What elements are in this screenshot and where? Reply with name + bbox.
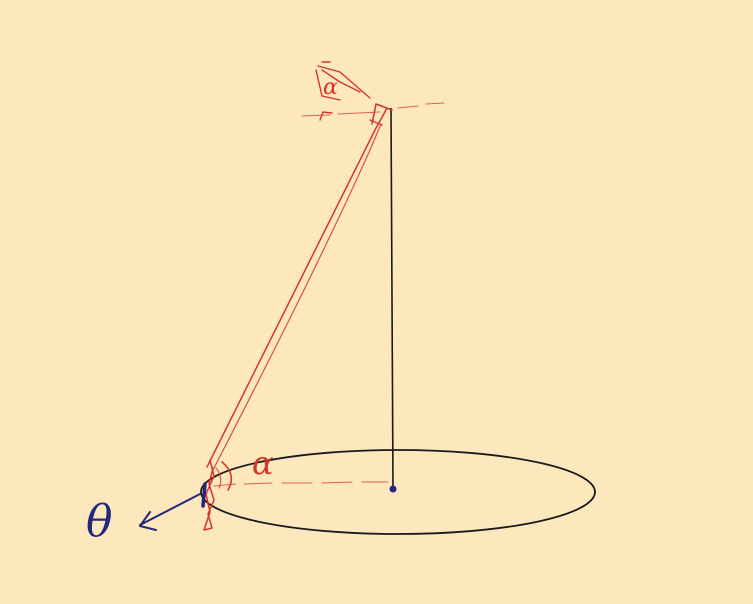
- top-small-tick: [319, 111, 333, 121]
- alpha-bottom-label: α: [252, 444, 274, 482]
- top-angle-wedge: [315, 61, 371, 101]
- edge-blue-mark: [201, 482, 207, 508]
- top-horizontal-dashed: [301, 102, 445, 117]
- base-circle: [200, 449, 596, 535]
- alpha-top-label: α: [323, 75, 338, 100]
- bottom-angle-arc-inner: [215, 467, 222, 489]
- bottom-radius-dashed: [213, 481, 389, 487]
- slant-line: [206, 107, 388, 468]
- vertical-axis: [390, 107, 394, 489]
- right-angle-tick: [369, 119, 383, 126]
- bottom-angle-arc: [221, 461, 233, 491]
- edge-marker-scribble: [203, 459, 215, 531]
- theta-label: θ: [86, 496, 113, 547]
- right-angle-marker: [371, 103, 393, 125]
- theta-arrow-head: [139, 511, 157, 531]
- theta-arrow-shaft: [139, 493, 201, 526]
- center-point: [389, 485, 397, 493]
- slant-line-second-stroke: [211, 123, 382, 473]
